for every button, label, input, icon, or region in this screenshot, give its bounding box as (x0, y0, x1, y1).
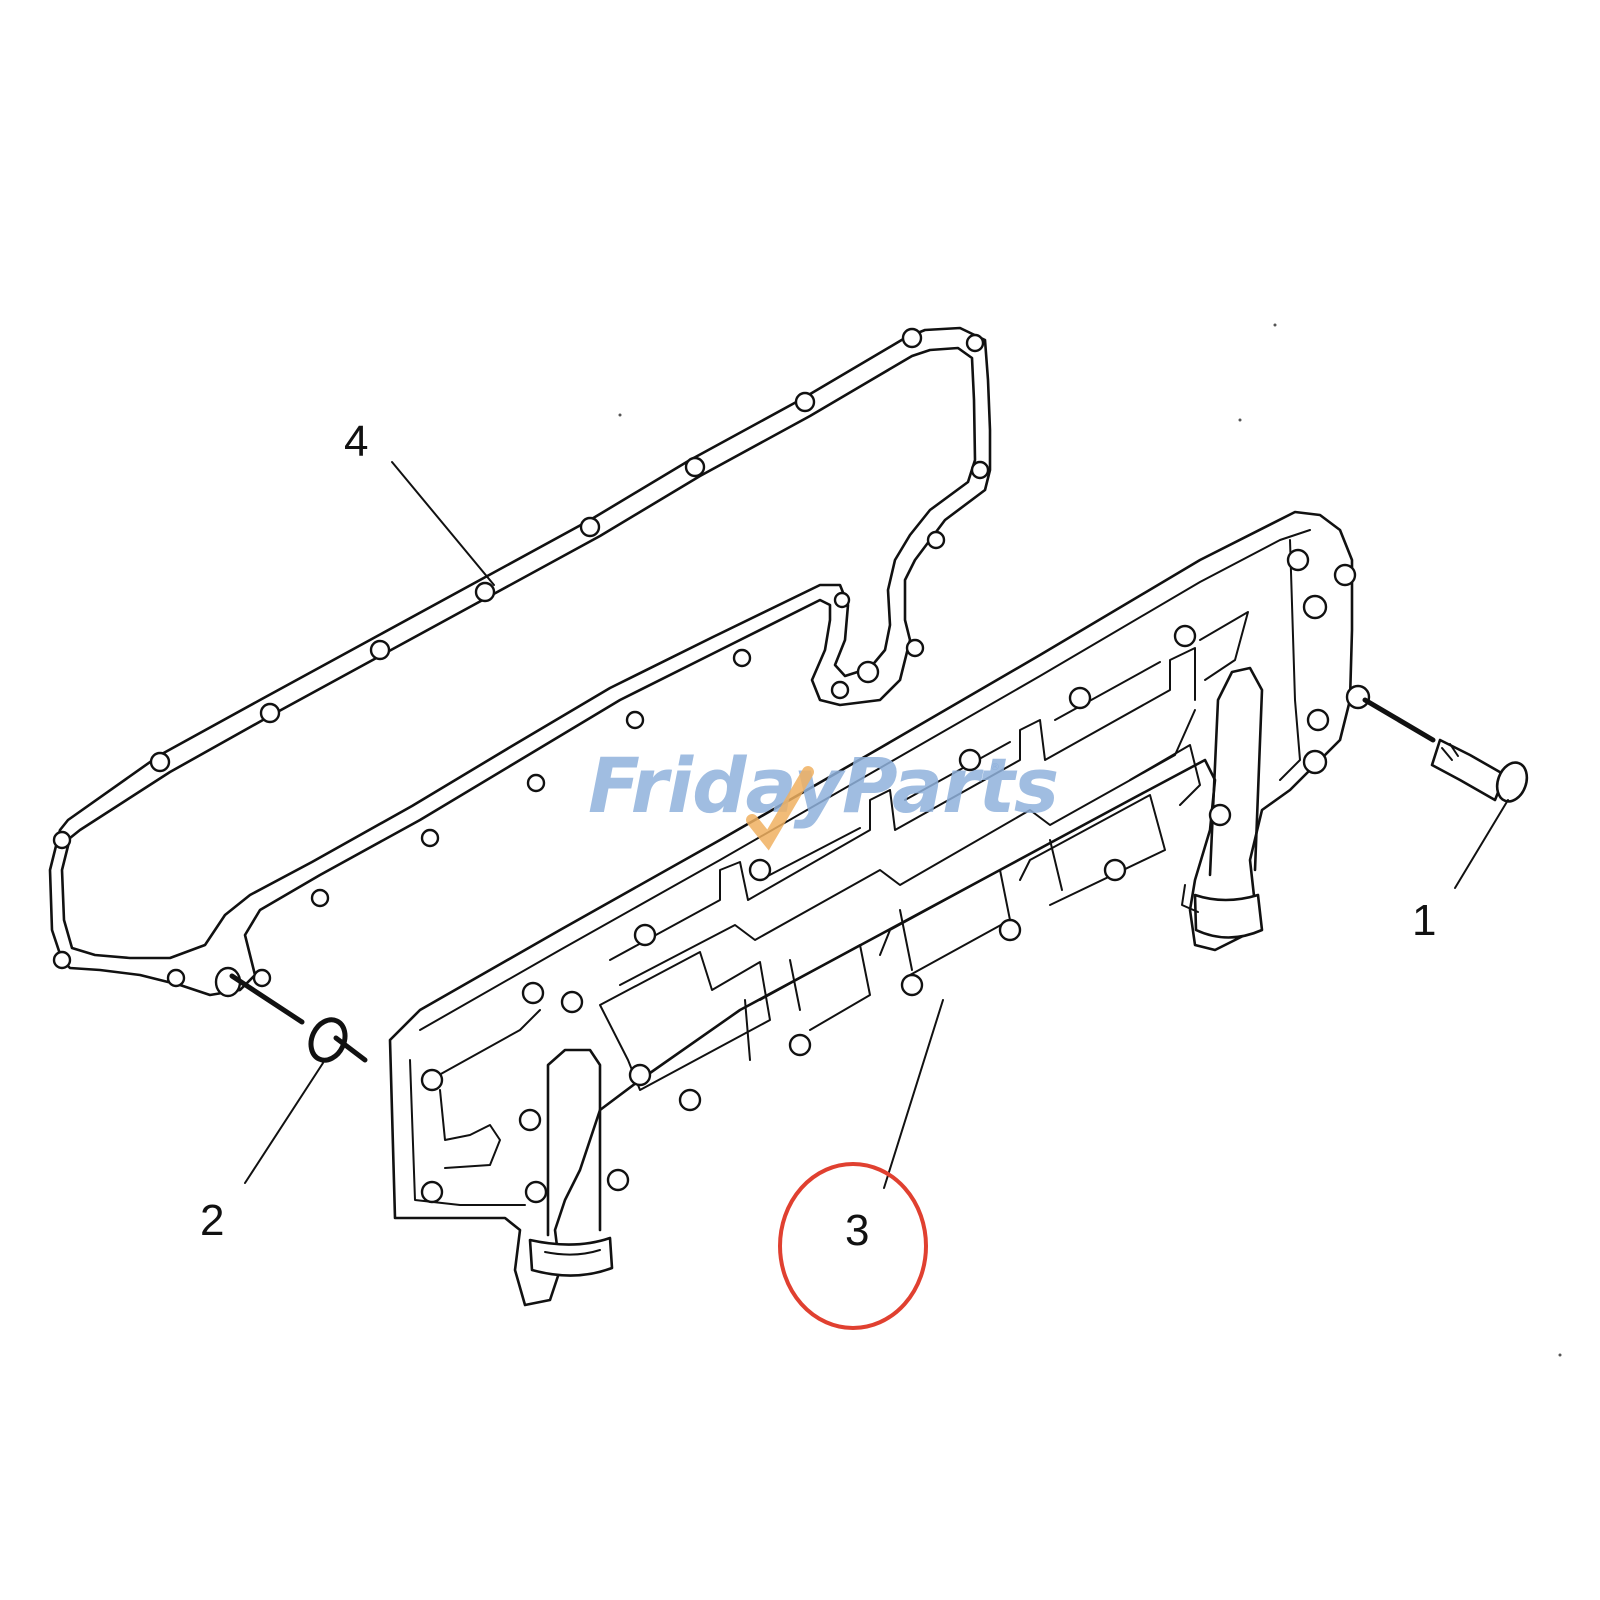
callout-3: 3 (845, 1206, 869, 1255)
checkmark-icon (746, 766, 814, 851)
gasket-bolt-holes (52, 327, 990, 998)
callout-2: 2 (200, 1196, 224, 1245)
callout-4: 4 (344, 417, 368, 466)
watermark-text: FridayParts (588, 741, 1058, 830)
cover-bolt-holes (420, 548, 1371, 1204)
o-ring-part-2 (229, 973, 368, 1063)
registered-mark-icon: ® (990, 762, 1000, 773)
fridayparts-watermark: FridayParts ® (588, 741, 1059, 851)
callout-1: 1 (1412, 896, 1436, 945)
scan-specks (618, 323, 1562, 1357)
gasket-part-4 (48, 326, 992, 998)
highlight-circle-part-3 (778, 1162, 928, 1330)
oil-cooler-cover-part-3 (388, 510, 1371, 1307)
bolt-part-1 (1362, 697, 1529, 803)
leader-lines (244, 461, 1509, 1189)
